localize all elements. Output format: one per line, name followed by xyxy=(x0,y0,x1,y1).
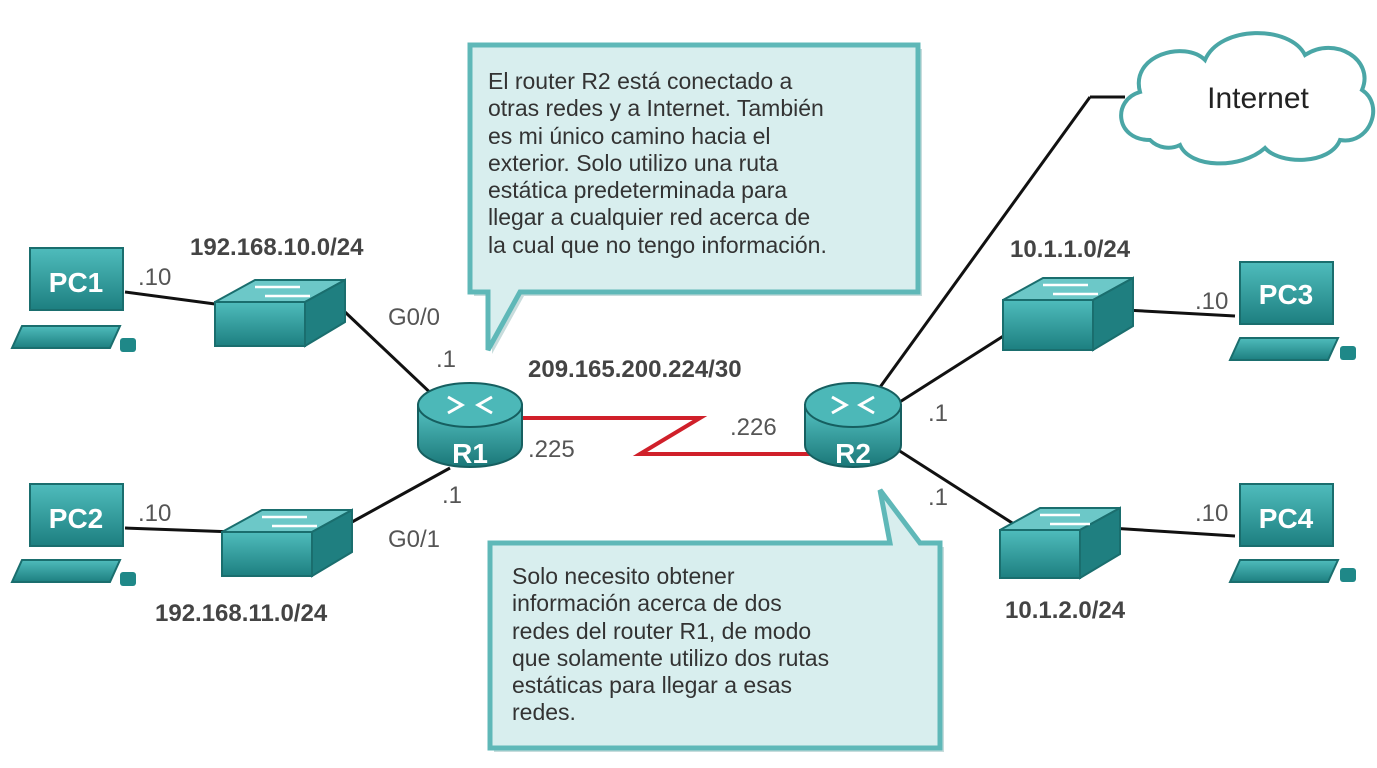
r1-wan-address: .225 xyxy=(528,436,575,463)
r2-label: R2 xyxy=(835,438,871,469)
pc4-keyboard-icon xyxy=(1228,559,1340,583)
link-r2-switch3 xyxy=(894,333,1006,407)
network-lan2-label: 192.168.11.0/24 xyxy=(155,600,328,627)
pc3-host-address: .10 xyxy=(1195,288,1229,315)
pc4: PC4 xyxy=(1228,483,1356,583)
pc1: PC1 xyxy=(10,247,136,352)
pc4-monitor-icon xyxy=(1239,483,1334,547)
pc1-monitor-icon xyxy=(29,247,124,311)
switch1-icon xyxy=(214,278,346,348)
pc3-monitor-icon xyxy=(1239,261,1334,325)
r2-lan4-address: .1 xyxy=(928,484,949,511)
switch4-icon xyxy=(999,506,1121,580)
link-r2-switch4 xyxy=(894,446,1021,530)
link-switch4-pc4 xyxy=(1109,526,1236,538)
serial-link-r1-r2 xyxy=(515,416,810,456)
pc4-host-address: .10 xyxy=(1195,500,1229,527)
network-lan4-label: 10.1.2.0/24 xyxy=(1005,597,1126,624)
pc2-host-address: .10 xyxy=(138,500,172,527)
link-pc1-switch1 xyxy=(124,290,231,308)
pc3-mouse-icon xyxy=(1340,346,1356,360)
link-r2-internet xyxy=(876,96,1092,391)
pc4-mouse-icon xyxy=(1340,568,1356,582)
pc2-label: PC2 xyxy=(49,503,103,534)
switch3-icon xyxy=(1002,276,1134,352)
network-lan3-label: 10.1.1.0/24 xyxy=(1010,236,1131,263)
pc4-label: PC4 xyxy=(1259,503,1314,534)
pc1-host-address: .10 xyxy=(138,264,172,291)
pc3-label: PC3 xyxy=(1259,279,1313,310)
pc2-mouse-icon xyxy=(120,572,136,586)
pc2-keyboard-icon xyxy=(10,559,122,583)
pc1-label: PC1 xyxy=(49,267,103,298)
pc3: PC3 xyxy=(1228,261,1356,361)
pc2: PC2 xyxy=(10,483,136,586)
r1-g00-address: .1 xyxy=(436,346,457,373)
router-r1-icon: R1 xyxy=(417,382,523,469)
callout-r2-bubble xyxy=(467,42,922,354)
cables xyxy=(124,95,1236,538)
callout-r2-text: El router R2 está conectado a otras rede… xyxy=(488,68,827,258)
r1-g00-interface-label: G0/0 xyxy=(388,304,441,331)
link-switch1-r1 xyxy=(343,310,440,402)
r1-g01-address: .1 xyxy=(442,482,463,509)
network-wan-label: 209.165.200.224/30 xyxy=(528,356,742,383)
link-switch3-pc3 xyxy=(1124,308,1236,318)
r1-label: R1 xyxy=(452,438,488,469)
r2-lan3-address: .1 xyxy=(928,400,949,427)
network-lan1-label: 192.168.10.0/24 xyxy=(190,234,364,261)
router-r2-icon: R2 xyxy=(804,382,902,469)
internet-label: Internet xyxy=(1207,82,1309,115)
switch2-icon xyxy=(221,508,353,578)
link-switch2-r1 xyxy=(351,466,451,524)
r2-wan-address: .226 xyxy=(730,414,777,441)
link-pc2-switch2 xyxy=(124,526,236,534)
callout-r1-bubble xyxy=(487,488,944,752)
pc1-mouse-icon xyxy=(120,338,136,352)
internet-cloud: Internet xyxy=(1119,31,1376,166)
pc2-monitor-icon xyxy=(29,483,124,547)
pc1-keyboard-icon xyxy=(10,325,122,349)
callout-r1-text: Solo necesito obtener información acerca… xyxy=(512,563,830,726)
pc3-keyboard-icon xyxy=(1228,337,1340,361)
r1-g01-interface-label: G0/1 xyxy=(388,526,441,553)
